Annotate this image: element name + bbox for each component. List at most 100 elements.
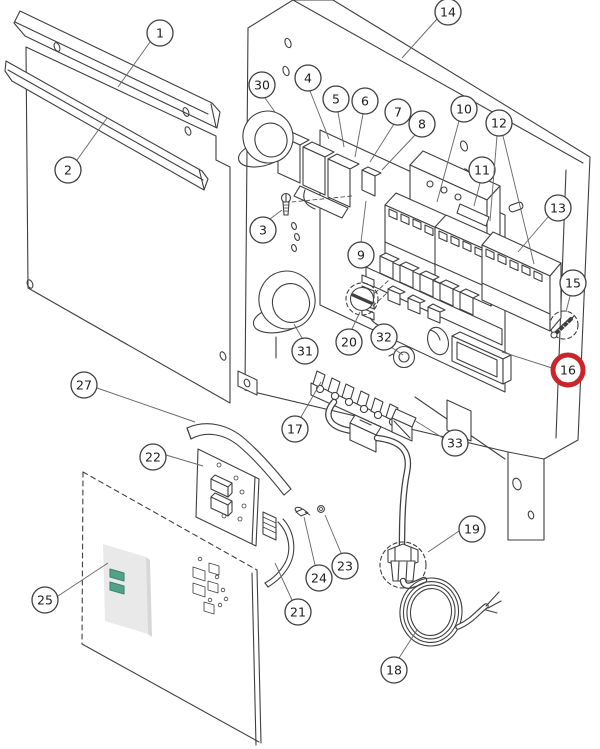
- callout-circle: [559, 269, 587, 297]
- callout-circle: [458, 515, 486, 543]
- callout-24: 24: [303, 516, 333, 592]
- callout-circle: [557, 359, 579, 381]
- callout-number: 30: [254, 78, 270, 93]
- callout-number: 20: [341, 335, 357, 350]
- callout-leader-line: [501, 351, 553, 369]
- callout-circle: [249, 216, 277, 244]
- callout-leader-line: [274, 562, 293, 601]
- door-cutouts: [192, 556, 229, 615]
- callout-leader-line: [565, 295, 571, 313]
- callout-number: 11: [474, 163, 490, 178]
- callout-circle: [248, 71, 276, 99]
- callout-leader-line: [369, 123, 395, 163]
- callout-12: 12: [485, 109, 535, 265]
- callout-leader-line: [401, 18, 438, 59]
- callout-6: 6: [351, 87, 379, 158]
- callout-leader-line: [293, 323, 303, 339]
- callout-30: 30: [248, 71, 276, 113]
- callout-8: 8: [381, 110, 436, 171]
- callout-circle: [305, 564, 333, 592]
- callout-7: 7: [369, 98, 412, 163]
- callout-leader-line: [413, 419, 444, 439]
- label-green-button: [109, 581, 125, 595]
- callout-leader-line: [337, 111, 345, 148]
- callout-leader-line: [309, 90, 330, 140]
- callout-circle: [441, 429, 469, 457]
- callout-leader-line: [473, 182, 481, 207]
- callout-15: 15: [559, 269, 587, 313]
- callout-circle: [322, 85, 350, 113]
- callout-leader-line: [76, 117, 108, 161]
- callout-number: 14: [440, 5, 456, 20]
- callout-32: 32: [370, 323, 404, 356]
- callout-leader-line: [324, 514, 342, 554]
- callout-circle: [434, 0, 462, 26]
- cable-gland: [379, 541, 427, 589]
- callout-circle: [31, 586, 59, 614]
- callout-circle: [335, 328, 363, 356]
- callout-number: 18: [386, 663, 402, 678]
- panel-screw: [280, 192, 353, 253]
- callout-number: 15: [565, 276, 581, 291]
- aux-block: [456, 203, 490, 227]
- panel-bracket: [186, 423, 292, 496]
- callout-1: 1: [117, 19, 174, 88]
- callout-23: 23: [324, 514, 359, 580]
- callout-number: 25: [37, 593, 53, 608]
- callout-11: 11: [468, 156, 496, 207]
- callout-leader-line: [489, 135, 498, 222]
- callout-number: 2: [64, 163, 72, 178]
- mounting-bracket-top: [13, 10, 221, 129]
- callout-number: 16: [560, 363, 576, 378]
- callout-leader-line: [117, 41, 151, 88]
- callout-number: 8: [418, 117, 426, 132]
- callout-circle: [408, 110, 436, 138]
- callout-leader-line: [96, 387, 196, 423]
- door-label: [103, 544, 152, 637]
- wire-ends: [485, 591, 502, 614]
- callout-circle: [54, 156, 82, 184]
- callout-circle: [281, 415, 309, 443]
- power-cable: [325, 398, 502, 647]
- callout-leader-line: [354, 113, 364, 158]
- callout-circle: [380, 656, 408, 684]
- callout-circle: [384, 98, 412, 126]
- callout-number: 31: [297, 344, 313, 359]
- callout-number: 5: [332, 92, 340, 107]
- callout-number: 32: [376, 330, 392, 345]
- callout-number: 27: [76, 378, 92, 393]
- callout-27: 27: [70, 371, 196, 423]
- callout-4: 4: [294, 64, 330, 140]
- callout-circle: [351, 87, 379, 115]
- callout-number: 13: [550, 201, 566, 216]
- callout-number: 23: [337, 559, 353, 574]
- callout-number: 24: [311, 571, 327, 586]
- callout-number: 3: [259, 223, 267, 238]
- callout-circle: [331, 552, 359, 580]
- callout-33: 33: [413, 419, 469, 457]
- callout-31: 31: [291, 323, 319, 365]
- callout-leader-line: [427, 530, 460, 553]
- grommet-ring-upper: [237, 110, 294, 168]
- callout-19: 19: [427, 515, 486, 553]
- callout-21: 21: [274, 562, 312, 626]
- door-panel: [81, 471, 262, 746]
- rear-mounting-panel: [25, 46, 231, 404]
- callout-14: 14: [401, 0, 462, 59]
- callout-circle: [485, 109, 513, 137]
- callout-leader-line: [517, 216, 549, 253]
- callout-number: 1: [156, 26, 164, 41]
- label-green-button: [109, 568, 125, 582]
- callout-leader-line: [390, 346, 404, 356]
- callout-leader-line: [57, 562, 109, 597]
- callout-number: 19: [464, 522, 480, 537]
- callout-3: 3: [249, 209, 283, 244]
- callout-circle: [370, 323, 398, 351]
- callout-number: 22: [145, 450, 161, 465]
- grommet-ring-lower: [252, 270, 316, 359]
- callout-13: 13: [517, 194, 572, 253]
- callout-5: 5: [322, 85, 350, 148]
- callout-17: 17: [281, 381, 322, 443]
